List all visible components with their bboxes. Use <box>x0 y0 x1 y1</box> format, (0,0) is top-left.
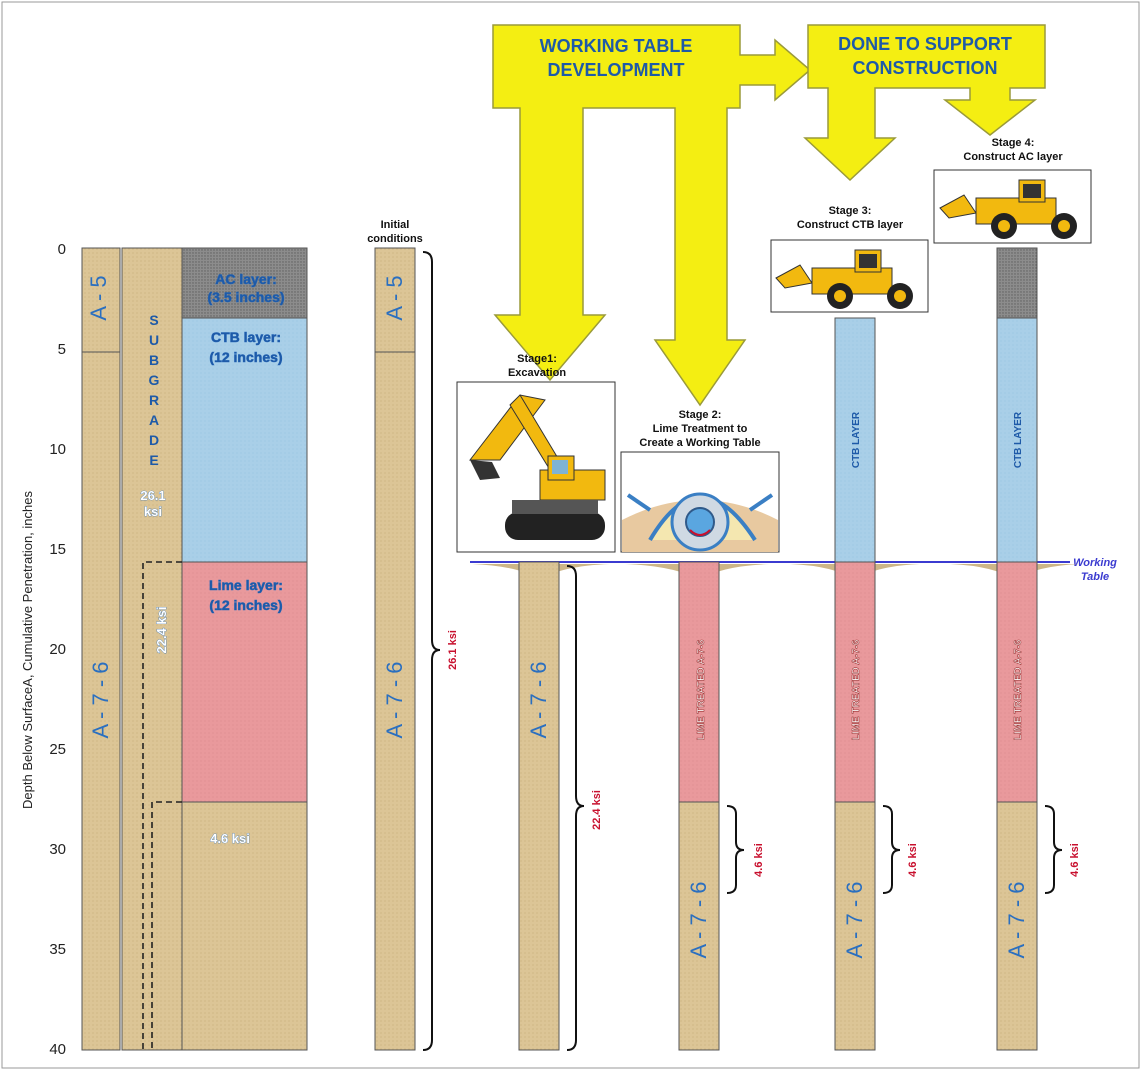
ksi-subgrade-2: ksi <box>144 504 162 519</box>
subgrade-letter: R <box>149 392 159 408</box>
subgrade-letter: U <box>149 332 159 348</box>
lime-layer-label-1: Lime layer: <box>209 577 283 593</box>
y-axis-label: Depth Below SurfaceA, Cumulative Penetra… <box>20 491 35 809</box>
tick-5: 5 <box>58 341 66 358</box>
stage-2: Stage 2: Lime Treatment to Create a Work… <box>621 409 779 1050</box>
stage4-ksi: 4.6 ksi <box>1069 843 1081 877</box>
stage2-ksi: 4.6 ksi <box>753 843 765 877</box>
stage1-soil: A - 7 - 6 <box>526 661 551 738</box>
arrow-label-3: DONE TO SUPPORT <box>838 34 1012 54</box>
stage2-label-1: Stage 2: <box>679 409 722 421</box>
tick-35: 35 <box>49 941 66 958</box>
profile-soil-top: A - 5 <box>86 275 111 320</box>
ctb-layer-label-2: (12 inches) <box>209 349 282 365</box>
stage4-ctb: CTB LAYER <box>1013 411 1024 468</box>
ksi-mid: 22.4 ksi <box>154 607 169 654</box>
initial-label-1: Initial <box>381 219 410 231</box>
initial-conditions: Initial conditions A - 5 A - 7 - 6 26.1 … <box>367 219 459 1050</box>
initial-soil-top: A - 5 <box>382 275 407 320</box>
ctb-layer-label-1: CTB layer: <box>211 329 281 345</box>
tick-0: 0 <box>58 241 66 258</box>
stage4-soil: A - 7 - 6 <box>1004 881 1029 958</box>
stage2-label-3: Create a Working Table <box>639 437 760 449</box>
stage2-label-2: Lime Treatment to <box>653 423 748 435</box>
initial-ksi: 26.1 ksi <box>447 630 459 670</box>
subgrade-letter: G <box>149 372 160 388</box>
subgrade-letter: A <box>149 412 159 428</box>
tick-25: 25 <box>49 741 66 758</box>
y-axis: 0 5 10 15 20 25 30 35 40 Depth Below Sur… <box>20 241 66 1058</box>
stage3-soil: A - 7 - 6 <box>842 881 867 958</box>
tick-40: 40 <box>49 1041 66 1058</box>
stage4-label-1: Stage 4: <box>992 137 1035 149</box>
tick-15: 15 <box>49 541 66 558</box>
stage2-soil: A - 7 - 6 <box>686 881 711 958</box>
arrow-label-2: DEVELOPMENT <box>547 60 684 80</box>
stage4-lime: LIME TREATED A-7-6 <box>1013 639 1024 740</box>
subgrade-letter: E <box>149 452 158 468</box>
subgrade-letter: B <box>149 352 159 368</box>
initial-label-2: conditions <box>367 233 423 245</box>
working-table-arrow <box>493 25 810 405</box>
stage-1: Stage1: Excavation A - 7 - 6 22.4 ksi <box>457 353 615 1050</box>
stage-4: Stage 4: Construct AC layer CTB LAYER LI… <box>934 137 1091 1050</box>
arrow-label-4: CONSTRUCTION <box>853 58 998 78</box>
lime-layer-label-2: (12 inches) <box>209 597 282 613</box>
ksi-subgrade-1: 26.1 <box>140 488 165 503</box>
stage1-label-2: Excavation <box>508 367 566 379</box>
main-profile: A - 5 A - 7 - 6 S U B G R A D E 26.1 ksi… <box>82 248 307 1050</box>
stage3-ksi: 4.6 ksi <box>907 843 919 877</box>
subgrade-letter: D <box>149 432 159 448</box>
tick-30: 30 <box>49 841 66 858</box>
initial-soil-bottom: A - 7 - 6 <box>382 661 407 738</box>
working-table-label-1: Working <box>1073 557 1117 569</box>
stage2-lime: LIME TREATED A-7-6 <box>696 639 707 740</box>
stage-3: Stage 3: Construct CTB layer CTB LAYER L… <box>771 205 928 1050</box>
stage4-label-2: Construct AC layer <box>963 151 1063 163</box>
stage1-ksi: 22.4 ksi <box>591 790 603 830</box>
ksi-bottom: 4.6 ksi <box>210 831 250 846</box>
subgrade-letter: S <box>149 312 158 328</box>
tick-10: 10 <box>49 441 66 458</box>
ac-layer-label-2: (3.5 inches) <box>207 289 284 305</box>
stage3-label-2: Construct CTB layer <box>797 219 904 231</box>
arrow-label-1: WORKING TABLE <box>540 36 693 56</box>
stage3-ctb: CTB LAYER <box>851 411 862 468</box>
profile-soil-bottom: A - 7 - 6 <box>88 661 113 738</box>
stage3-lime: LIME TREATED A-7-6 <box>851 639 862 740</box>
tick-20: 20 <box>49 641 66 658</box>
stage3-label-1: Stage 3: <box>829 205 872 217</box>
stage1-label-1: Stage1: <box>517 353 557 365</box>
ac-layer-label-1: AC layer: <box>215 271 276 287</box>
working-table-label-2: Table <box>1081 571 1109 583</box>
